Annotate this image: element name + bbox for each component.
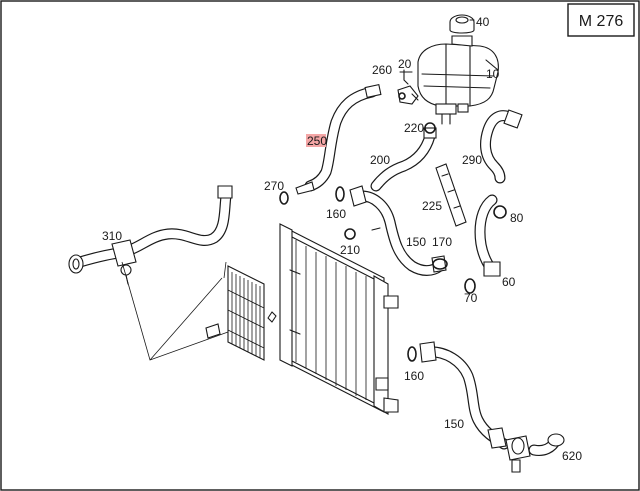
label-170: 170 — [432, 235, 452, 249]
leader-lines — [121, 261, 229, 361]
hose-150-lower — [419, 341, 510, 450]
hose-310 — [68, 185, 233, 285]
label-10: 10 — [486, 67, 500, 81]
hose-290 — [480, 109, 523, 184]
label-200: 200 — [370, 153, 390, 167]
label-220: 220 — [404, 121, 424, 135]
label-620: 620 — [562, 449, 582, 463]
hose-250 — [295, 84, 382, 195]
label-150-upper: 150 — [406, 235, 426, 249]
o-ring-210 — [344, 228, 356, 240]
expansion-tank — [417, 35, 499, 125]
label-270: 270 — [264, 179, 284, 193]
clamp-170 — [432, 258, 448, 270]
label-310: 310 — [102, 229, 122, 243]
o-ring-80 — [493, 205, 507, 219]
hose-620 — [528, 433, 565, 456]
radiator — [279, 223, 399, 415]
clip-220 — [424, 122, 436, 134]
label-70: 70 — [464, 291, 478, 305]
bracket-225 — [435, 163, 467, 227]
label-150-lower: 150 — [444, 417, 464, 431]
label-260: 260 — [372, 63, 392, 77]
o-ring-160-lower — [407, 346, 417, 362]
label-210: 210 — [340, 243, 360, 257]
tank-sensor — [397, 69, 419, 105]
label-250: 250 — [307, 134, 327, 148]
label-225: 225 — [422, 199, 442, 213]
o-ring-270 — [279, 191, 289, 205]
hose-60 — [474, 194, 501, 277]
label-160-upper: 160 — [326, 207, 346, 221]
label-250-highlight — [306, 134, 326, 147]
label-60: 60 — [502, 275, 516, 289]
label-20: 20 — [398, 57, 412, 71]
label-80: 80 — [510, 211, 524, 225]
oil-cooler — [205, 265, 277, 361]
label-40: 40 — [476, 15, 490, 29]
tank-cap — [449, 14, 475, 34]
connector-fitting — [505, 435, 531, 473]
model-label: M 276 — [579, 13, 624, 30]
model-box: M 276 — [567, 3, 635, 37]
label-160-lower: 160 — [404, 369, 424, 383]
o-ring-160-upper — [335, 186, 345, 202]
o-ring-70 — [464, 278, 476, 294]
label-290: 290 — [462, 153, 482, 167]
